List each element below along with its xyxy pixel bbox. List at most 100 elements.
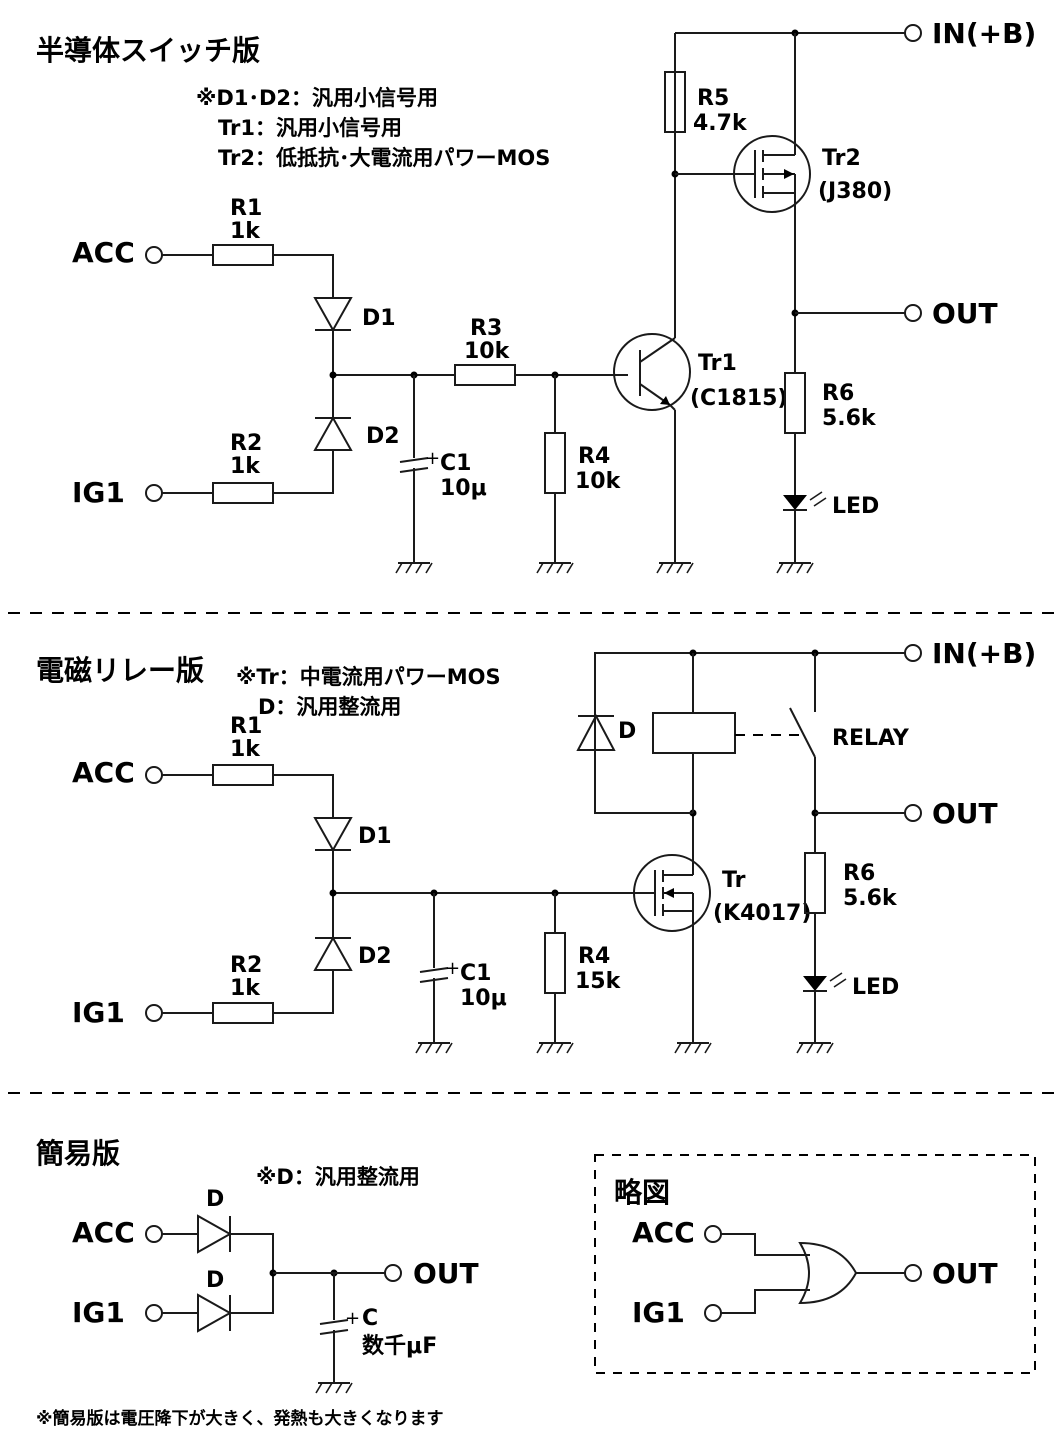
- relay-tr-name: Tr: [722, 868, 746, 893]
- relay-ig1-terminal: [145, 1004, 163, 1022]
- relay-note-1: ※Tr：中電流用パワーMOS: [236, 665, 501, 689]
- simple-acc-label: ACC: [72, 1216, 135, 1249]
- relay-r1-name: R1: [230, 714, 262, 739]
- relay-r2: [212, 1002, 274, 1024]
- semi-d1-label: D1: [362, 306, 396, 331]
- simple-d-acc-label: D: [206, 1187, 224, 1212]
- relay-d2-label: D2: [358, 944, 392, 969]
- semi-note-3: Tr2：低抵抗･大電流用パワーMOS: [218, 146, 550, 170]
- svg-text:+: +: [425, 448, 440, 469]
- schematic-box: [594, 1154, 1036, 1374]
- relay-acc-terminal: [145, 766, 163, 784]
- semi-r2-name: R2: [230, 431, 262, 456]
- semi-r2: [212, 482, 274, 504]
- semi-tr1-part: (C1815): [690, 386, 788, 411]
- semi-led: [783, 495, 807, 510]
- relay-in-terminal: [904, 644, 922, 662]
- simple-c-name: C: [362, 1306, 378, 1331]
- relay-c1-name: C1: [460, 961, 491, 986]
- semi-in-terminal: [904, 24, 922, 42]
- simple-d-acc: [197, 1214, 233, 1254]
- relay-note-2: D：汎用整流用: [258, 695, 401, 719]
- relay-acc-label: ACC: [72, 756, 135, 789]
- simple-d-ig1: [197, 1293, 233, 1333]
- simple-out-label: OUT: [413, 1257, 479, 1290]
- semi-d1: [313, 297, 353, 333]
- semi-c1-name: C1: [440, 451, 471, 476]
- semi-tr2: [733, 135, 811, 213]
- semi-r6: [784, 372, 806, 434]
- semi-ig1-terminal: [145, 484, 163, 502]
- relay-d-label: D: [618, 719, 636, 744]
- relay-c1: [419, 967, 449, 973]
- semi-led-label: LED: [832, 494, 879, 519]
- semi-r1: [212, 244, 274, 266]
- semi-r6-name: R6: [822, 381, 854, 406]
- schematic-out-label: OUT: [932, 1257, 998, 1290]
- relay-r6-value: 5.6k: [843, 886, 898, 911]
- semi-tr1-name: Tr1: [698, 351, 737, 376]
- simple-ig1-terminal: [145, 1304, 163, 1322]
- semi-tr2-part: (J380): [818, 179, 892, 204]
- semi-note-2: Tr1：汎用小信号用: [218, 116, 402, 140]
- semi-tr1: [613, 333, 691, 411]
- simple-c-value: 数千μF: [362, 1333, 437, 1359]
- semi-in-label: IN(+B): [932, 17, 1036, 50]
- simple-d-ig1-label: D: [206, 1268, 224, 1293]
- relay-d1-label: D1: [358, 824, 392, 849]
- relay-c1-value: 10μ: [460, 986, 507, 1011]
- relay-led: [803, 976, 827, 991]
- relay-led-label: LED: [852, 975, 899, 1000]
- simple-c: [319, 1319, 349, 1325]
- relay-d: [576, 713, 616, 751]
- relay-r2-value: 1k: [230, 976, 261, 1001]
- schematic-acc-terminal: [704, 1225, 722, 1243]
- schematic-out-terminal: [904, 1264, 922, 1282]
- simple-acc-terminal: [145, 1225, 163, 1243]
- relay-tr-part: (K4017): [713, 901, 811, 926]
- semi-r6-value: 5.6k: [822, 406, 877, 431]
- semi-r3-value: 10k: [464, 339, 511, 364]
- schematic-acc-label: ACC: [632, 1216, 695, 1249]
- schematic-ig1-terminal: [704, 1304, 722, 1322]
- semi-r3-name: R3: [470, 316, 502, 341]
- semi-c1-value: 10μ: [440, 476, 487, 501]
- simple-title: 簡易版: [36, 1137, 120, 1170]
- semi-r1-name: R1: [230, 196, 262, 221]
- semi-r5-name: R5: [697, 86, 729, 111]
- semi-title: 半導体スイッチ版: [36, 34, 260, 67]
- svg-text:+: +: [345, 1308, 360, 1329]
- relay-title: 電磁リレー版: [36, 654, 204, 687]
- semi-acc-label: ACC: [72, 236, 135, 269]
- simple-note: ※D：汎用整流用: [256, 1165, 420, 1189]
- svg-text:+: +: [445, 958, 460, 979]
- relay-r2-name: R2: [230, 953, 262, 978]
- schematic-title: 略図: [614, 1176, 670, 1209]
- semi-r4: [544, 432, 566, 494]
- relay-out-terminal: [904, 804, 922, 822]
- schematic-ig1-label: IG1: [632, 1296, 685, 1329]
- semi-tr2-name: Tr2: [822, 146, 861, 171]
- simple-out-terminal: [384, 1264, 402, 1282]
- relay-r1: [212, 764, 274, 786]
- semi-d2-label: D2: [366, 424, 400, 449]
- semi-r1-value: 1k: [230, 219, 261, 244]
- relay-label: RELAY: [832, 726, 910, 751]
- relay-ig1-label: IG1: [72, 996, 125, 1029]
- semi-acc-terminal: [145, 246, 163, 264]
- relay-in-label: IN(+B): [932, 637, 1036, 670]
- relay-tr: [633, 854, 711, 932]
- semi-r3: [454, 364, 516, 386]
- semi-note-1: ※D1･D2：汎用小信号用: [196, 86, 438, 110]
- relay-r4-value: 15k: [575, 969, 622, 994]
- semi-r2-value: 1k: [230, 454, 261, 479]
- semi-r5: [664, 71, 686, 133]
- relay-r4-name: R4: [578, 944, 610, 969]
- semi-r5-value: 4.7k: [693, 111, 748, 136]
- semi-ig1-label: IG1: [72, 476, 125, 509]
- relay-out-label: OUT: [932, 797, 998, 830]
- semi-r4-value: 10k: [575, 469, 622, 494]
- semi-c1: [399, 457, 429, 463]
- relay-d2: [313, 935, 353, 971]
